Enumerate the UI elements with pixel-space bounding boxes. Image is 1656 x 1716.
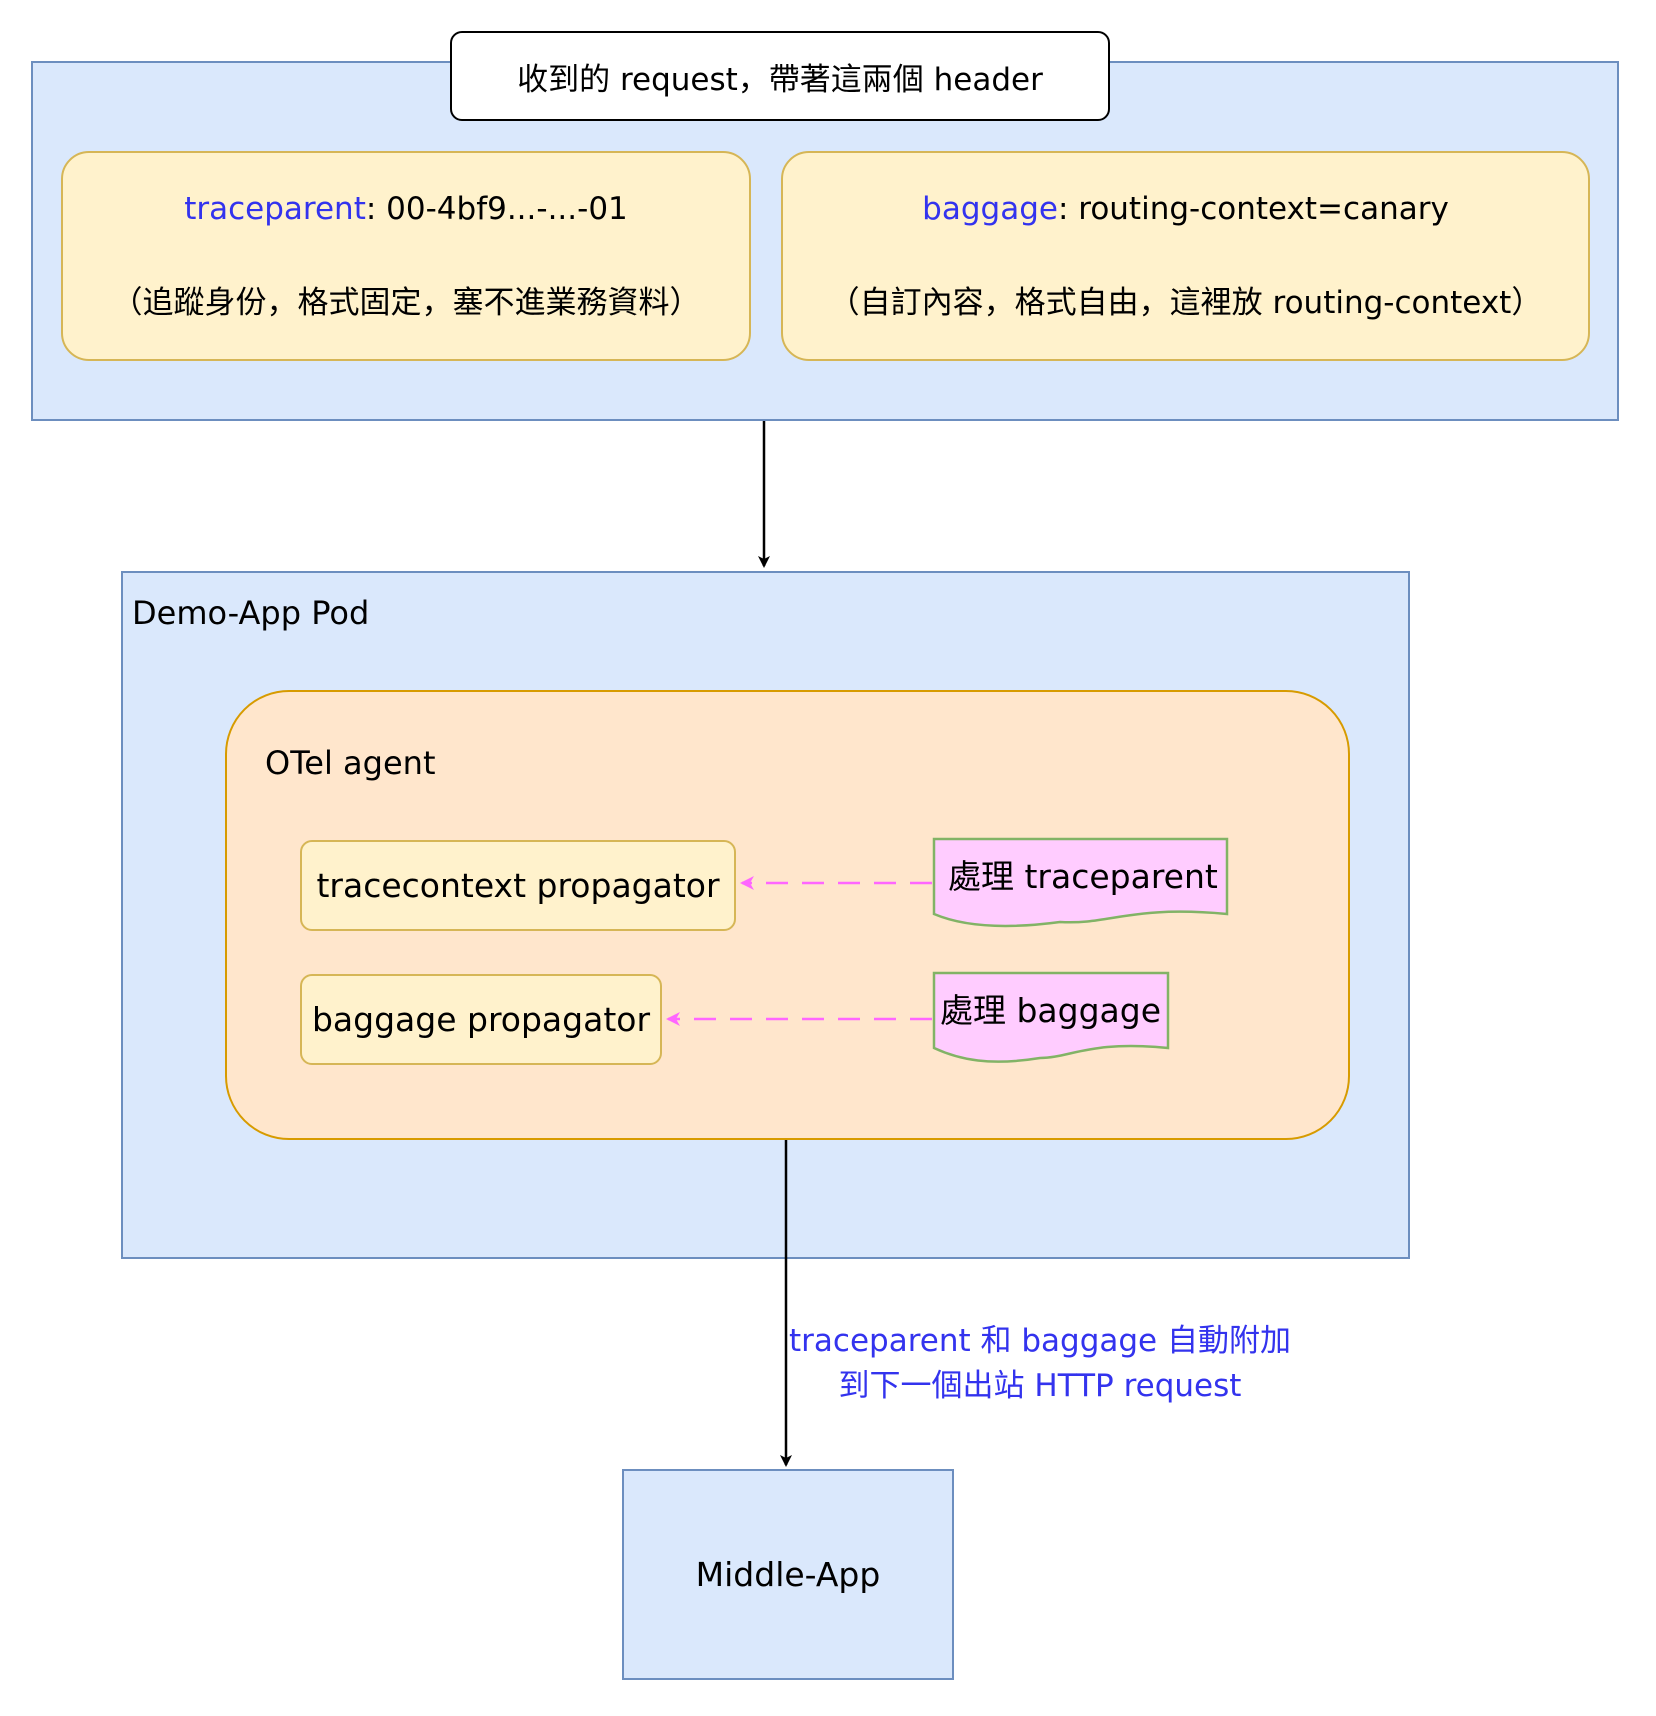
traceparent-value: : 00-4bf9...-...-01	[365, 191, 628, 227]
baggage-propagator: baggage propagator	[300, 974, 662, 1065]
outbound-edge-label-line2: 到下一個出站 HTTP request	[838, 1368, 1242, 1404]
request-title: 收到的 request，帶著這兩個 header	[450, 31, 1110, 121]
middle-app: Middle-App	[622, 1469, 954, 1680]
baggage-line: baggage: routing-context=canary	[783, 191, 1588, 227]
outbound-edge-label: traceparent 和 baggage 自動附加 到下一個出站 HTTP r…	[780, 1319, 1300, 1409]
handle-traceparent-label: 處理 traceparent	[948, 857, 1218, 896]
handle-baggage-note	[932, 971, 1170, 1063]
request-title-text: 收到的 request，帶著這兩個 header	[517, 61, 1043, 98]
otel-agent-label: OTel agent	[265, 744, 436, 782]
outbound-edge-label-line1: traceparent 和 baggage 自動附加	[789, 1323, 1291, 1359]
handle-baggage-label: 處理 baggage	[940, 991, 1162, 1030]
tracecontext-propagator: tracecontext propagator	[300, 840, 736, 931]
baggage-header-card: baggage: routing-context=canary （自訂內容，格式…	[781, 151, 1590, 361]
baggage-key: baggage	[922, 191, 1058, 227]
tracecontext-propagator-label: tracecontext propagator	[316, 866, 720, 905]
baggage-note: （自訂內容，格式自由，這裡放 routing-context）	[828, 285, 1543, 321]
baggage-value: : routing-context=canary	[1057, 191, 1449, 227]
traceparent-header-card: traceparent: 00-4bf9...-...-01 （追蹤身份，格式固…	[61, 151, 751, 361]
handle-traceparent-note	[932, 837, 1229, 928]
baggage-propagator-label: baggage propagator	[311, 1000, 651, 1039]
pod-label: Demo-App Pod	[132, 594, 370, 632]
middle-app-label: Middle-App	[695, 1555, 881, 1594]
traceparent-key: traceparent	[184, 191, 366, 227]
traceparent-line: traceparent: 00-4bf9...-...-01	[63, 191, 749, 227]
traceparent-note: （追蹤身份，格式固定，塞不進業務資料）	[111, 285, 701, 321]
